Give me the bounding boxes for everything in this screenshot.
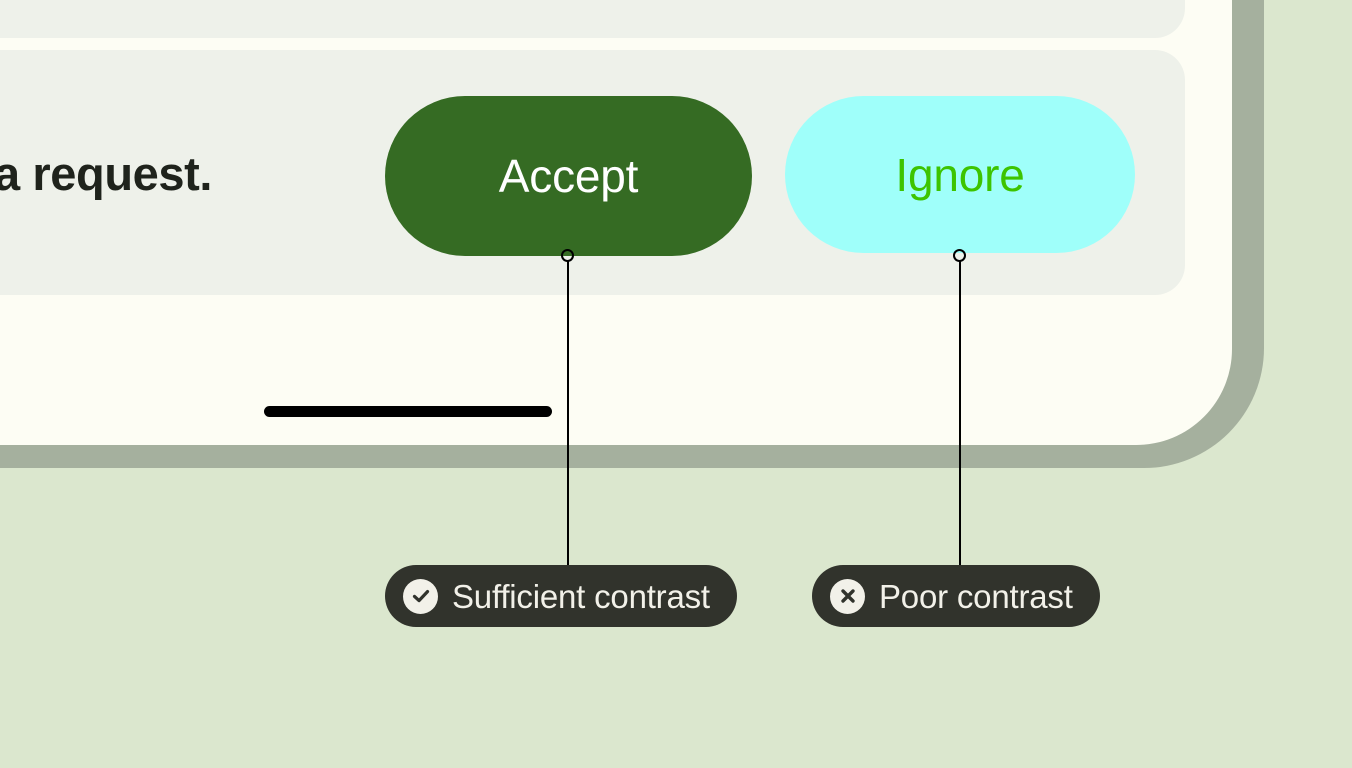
annotation-label: Poor contrast <box>879 577 1073 615</box>
screen-content: a request. Accept Ignore <box>0 0 1185 417</box>
leader-line <box>959 261 961 567</box>
accept-button[interactable]: Accept <box>385 96 752 256</box>
annotation-label: Sufficient contrast <box>452 577 710 615</box>
message-body-text: a request. <box>0 147 213 200</box>
message-card-top <box>0 0 1185 38</box>
annotation-stage: a request. Accept Ignore Sufficient cont… <box>0 0 1264 627</box>
home-indicator[interactable] <box>264 406 552 417</box>
annotation-pill-poor: Poor contrast <box>812 565 1100 627</box>
check-circle-icon <box>403 578 438 614</box>
leader-line <box>567 261 569 567</box>
annotation-pill-sufficient: Sufficient contrast <box>385 565 737 627</box>
ignore-button[interactable]: Ignore <box>785 96 1135 253</box>
x-circle-icon <box>830 578 865 614</box>
